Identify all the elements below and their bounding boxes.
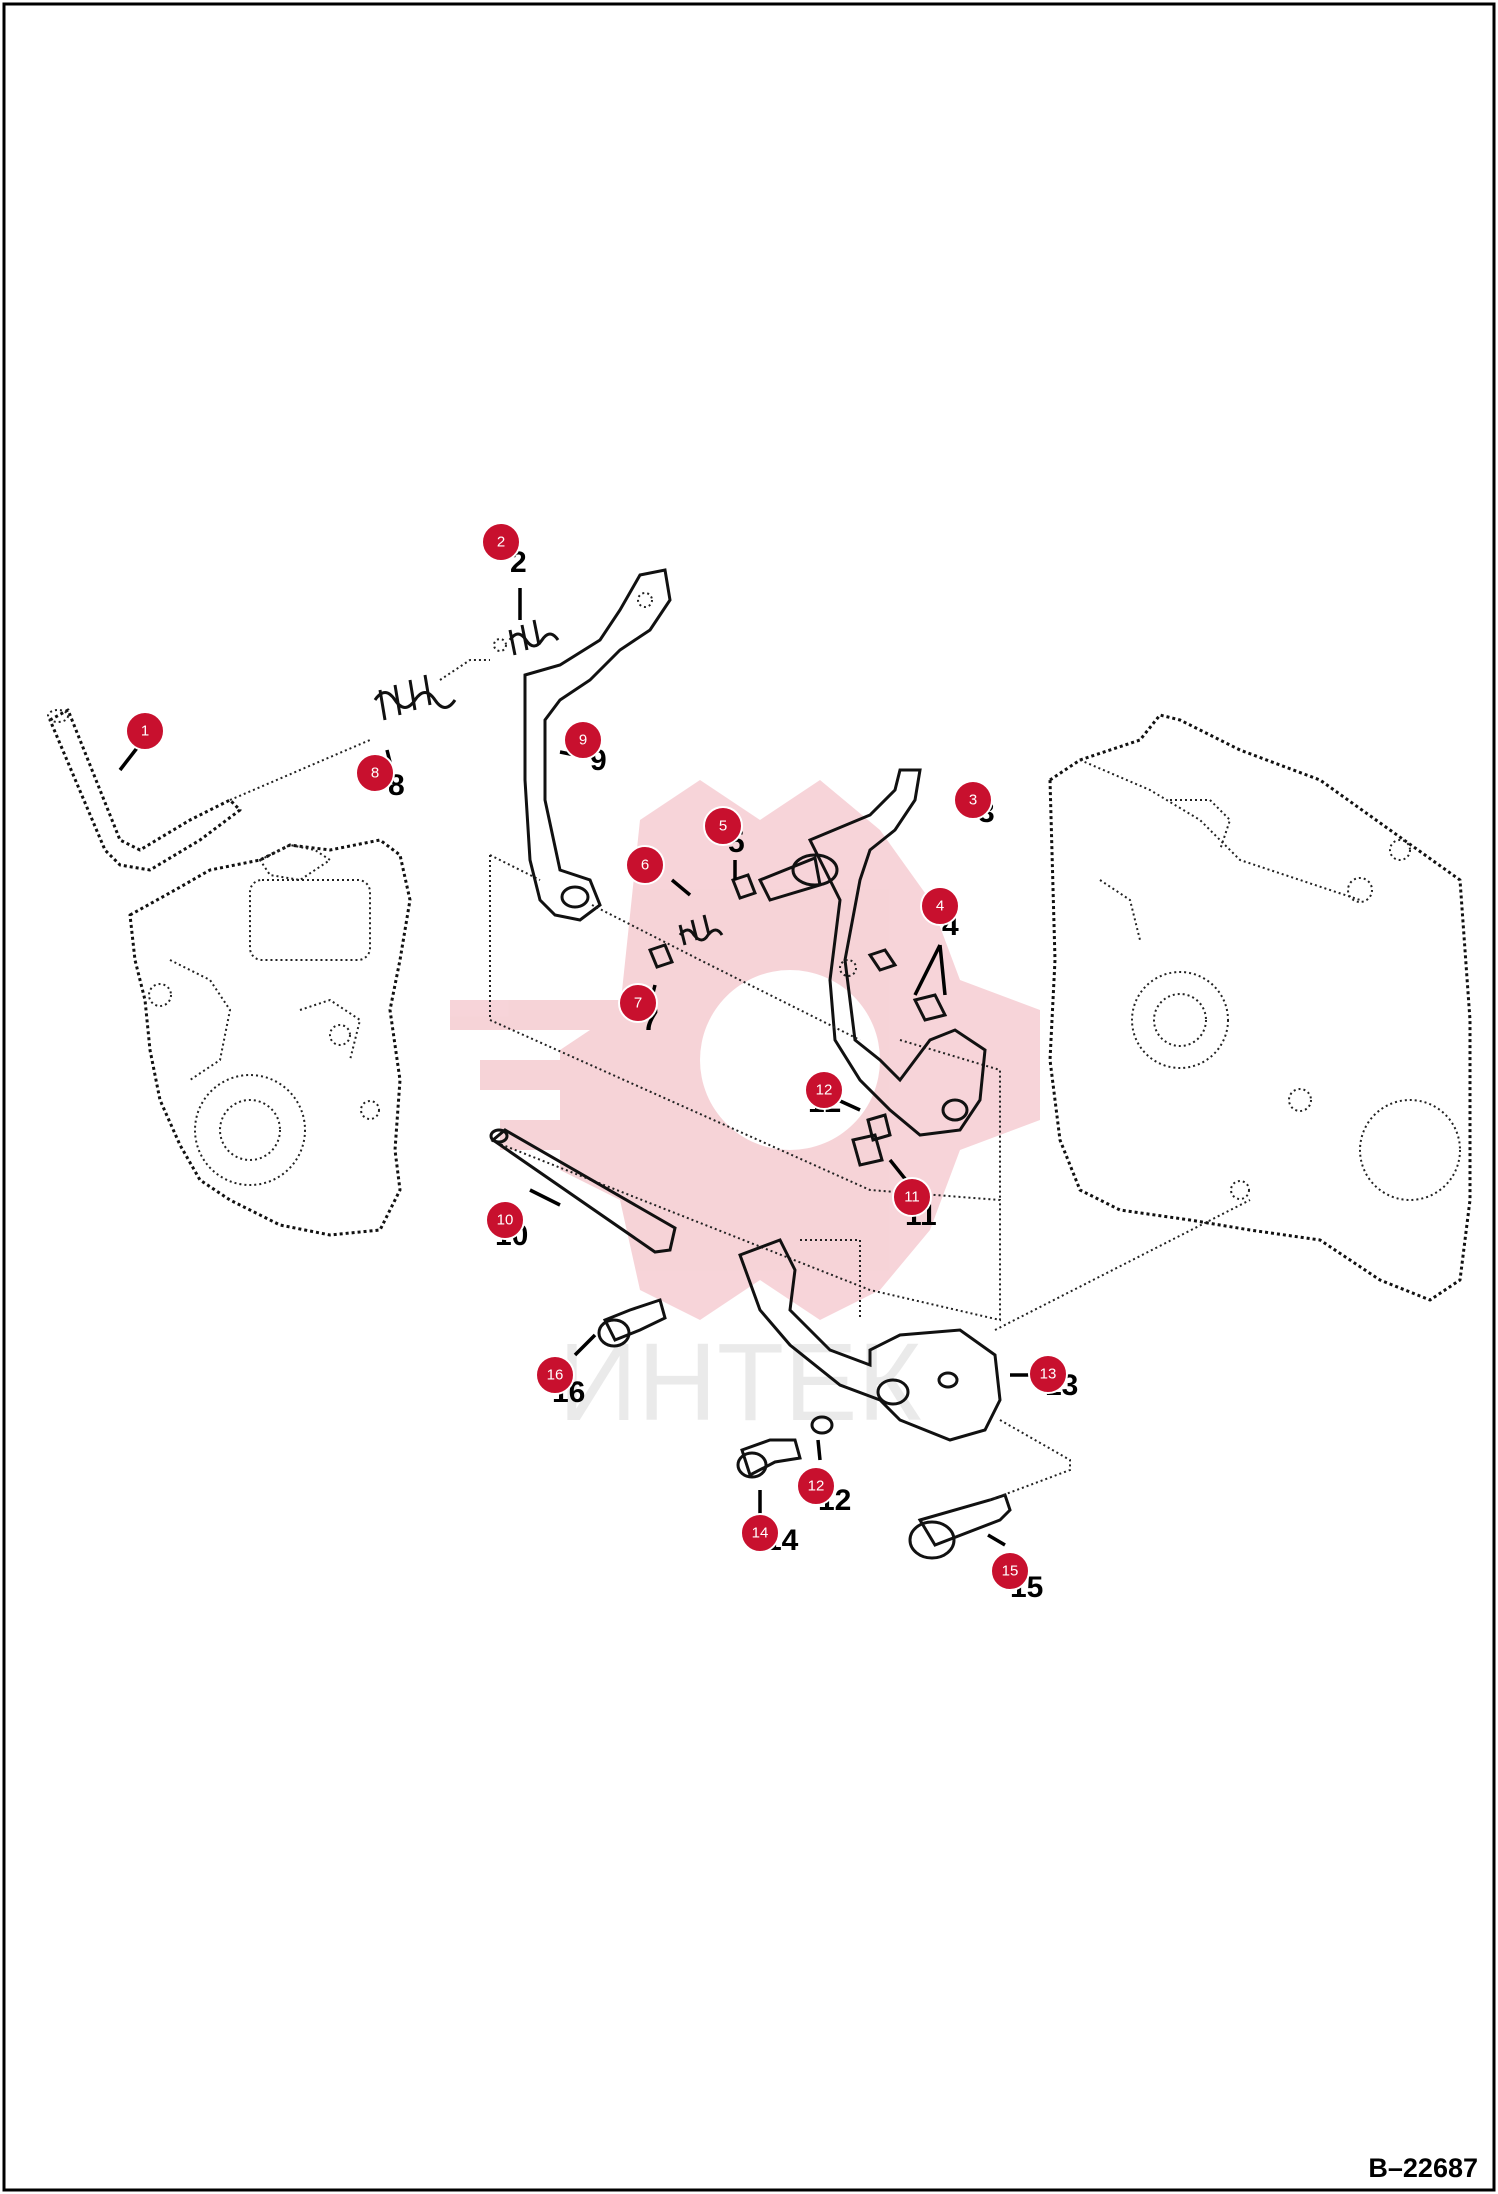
svg-text:4: 4: [936, 898, 944, 915]
svg-text:1: 1: [141, 723, 149, 740]
right-engine-block: [1048, 713, 1472, 1302]
part-12-washer-lower: [810, 1415, 834, 1435]
svg-text:13: 13: [1040, 1366, 1057, 1383]
svg-text:10: 10: [497, 1212, 514, 1229]
watermark-logo: [450, 780, 1040, 1320]
callout-5[interactable]: 5: [703, 806, 743, 846]
part-9-governor-lever: [523, 568, 672, 922]
drawing-reference-number: B–22687: [1368, 2153, 1478, 2183]
callout-3[interactable]: 3: [953, 780, 993, 820]
callout-11[interactable]: 11: [892, 1177, 932, 1217]
part-8-spring: [373, 659, 490, 721]
callout-13[interactable]: 13: [1028, 1354, 1068, 1394]
part-3-fork-lever: [757, 768, 987, 1137]
callout-14[interactable]: 14: [740, 1513, 780, 1553]
svg-text:8: 8: [371, 765, 379, 782]
part-5-pin: [731, 873, 757, 900]
callout-12-upper[interactable]: 12: [804, 1070, 844, 1110]
svg-text:11: 11: [904, 1189, 920, 1206]
svg-text:7: 7: [634, 995, 642, 1012]
callout-4[interactable]: 4: [920, 886, 960, 926]
callout-7[interactable]: 7: [618, 983, 658, 1023]
callout-12-lower[interactable]: 12: [796, 1466, 836, 1506]
svg-text:15: 15: [1002, 1563, 1019, 1580]
callout-6[interactable]: 6: [625, 845, 665, 885]
part-15-flange-bolt: [908, 1493, 1012, 1560]
left-engine-housing: [128, 838, 412, 1237]
part-16-bolt: [597, 1298, 667, 1348]
svg-text:14: 14: [752, 1525, 769, 1542]
svg-text:3: 3: [969, 792, 977, 809]
part-14-bolt: [736, 1438, 802, 1479]
svg-text:16: 16: [547, 1367, 564, 1384]
part-6-spring: [678, 914, 724, 946]
callout-1[interactable]: 1: [125, 711, 165, 751]
svg-text:9: 9: [579, 732, 587, 749]
callout-8[interactable]: 8: [355, 753, 395, 793]
svg-text:6: 6: [641, 857, 649, 874]
part-2-spring: [493, 619, 560, 656]
part-7-nut: [648, 943, 674, 969]
part-1-lever: [47, 708, 371, 872]
mounting-plane-outline: [489, 854, 1001, 1322]
callout-markers: 1 2 3 4 5 6 7 8 9 10 11 12 12 13 14 15 1…: [125, 522, 1068, 1591]
part-4-pins: [867, 948, 948, 1022]
svg-text:12: 12: [808, 1478, 825, 1495]
callout-9[interactable]: 9: [563, 720, 603, 760]
svg-text:12: 12: [816, 1082, 833, 1099]
svg-text:2: 2: [497, 534, 505, 551]
connection-lines: [591, 904, 1251, 1501]
callout-15[interactable]: 15: [990, 1551, 1030, 1591]
svg-text:5: 5: [719, 818, 727, 835]
callout-10[interactable]: 10: [485, 1200, 525, 1240]
callout-16[interactable]: 16: [535, 1355, 575, 1395]
part-11-screw-upper: [851, 1113, 892, 1167]
part-10-shaft: [489, 1128, 677, 1254]
part-13-bracket: [738, 1238, 1002, 1442]
watermark-text: ИНТЕК: [558, 1321, 921, 1444]
callout-2[interactable]: 2: [481, 522, 521, 562]
